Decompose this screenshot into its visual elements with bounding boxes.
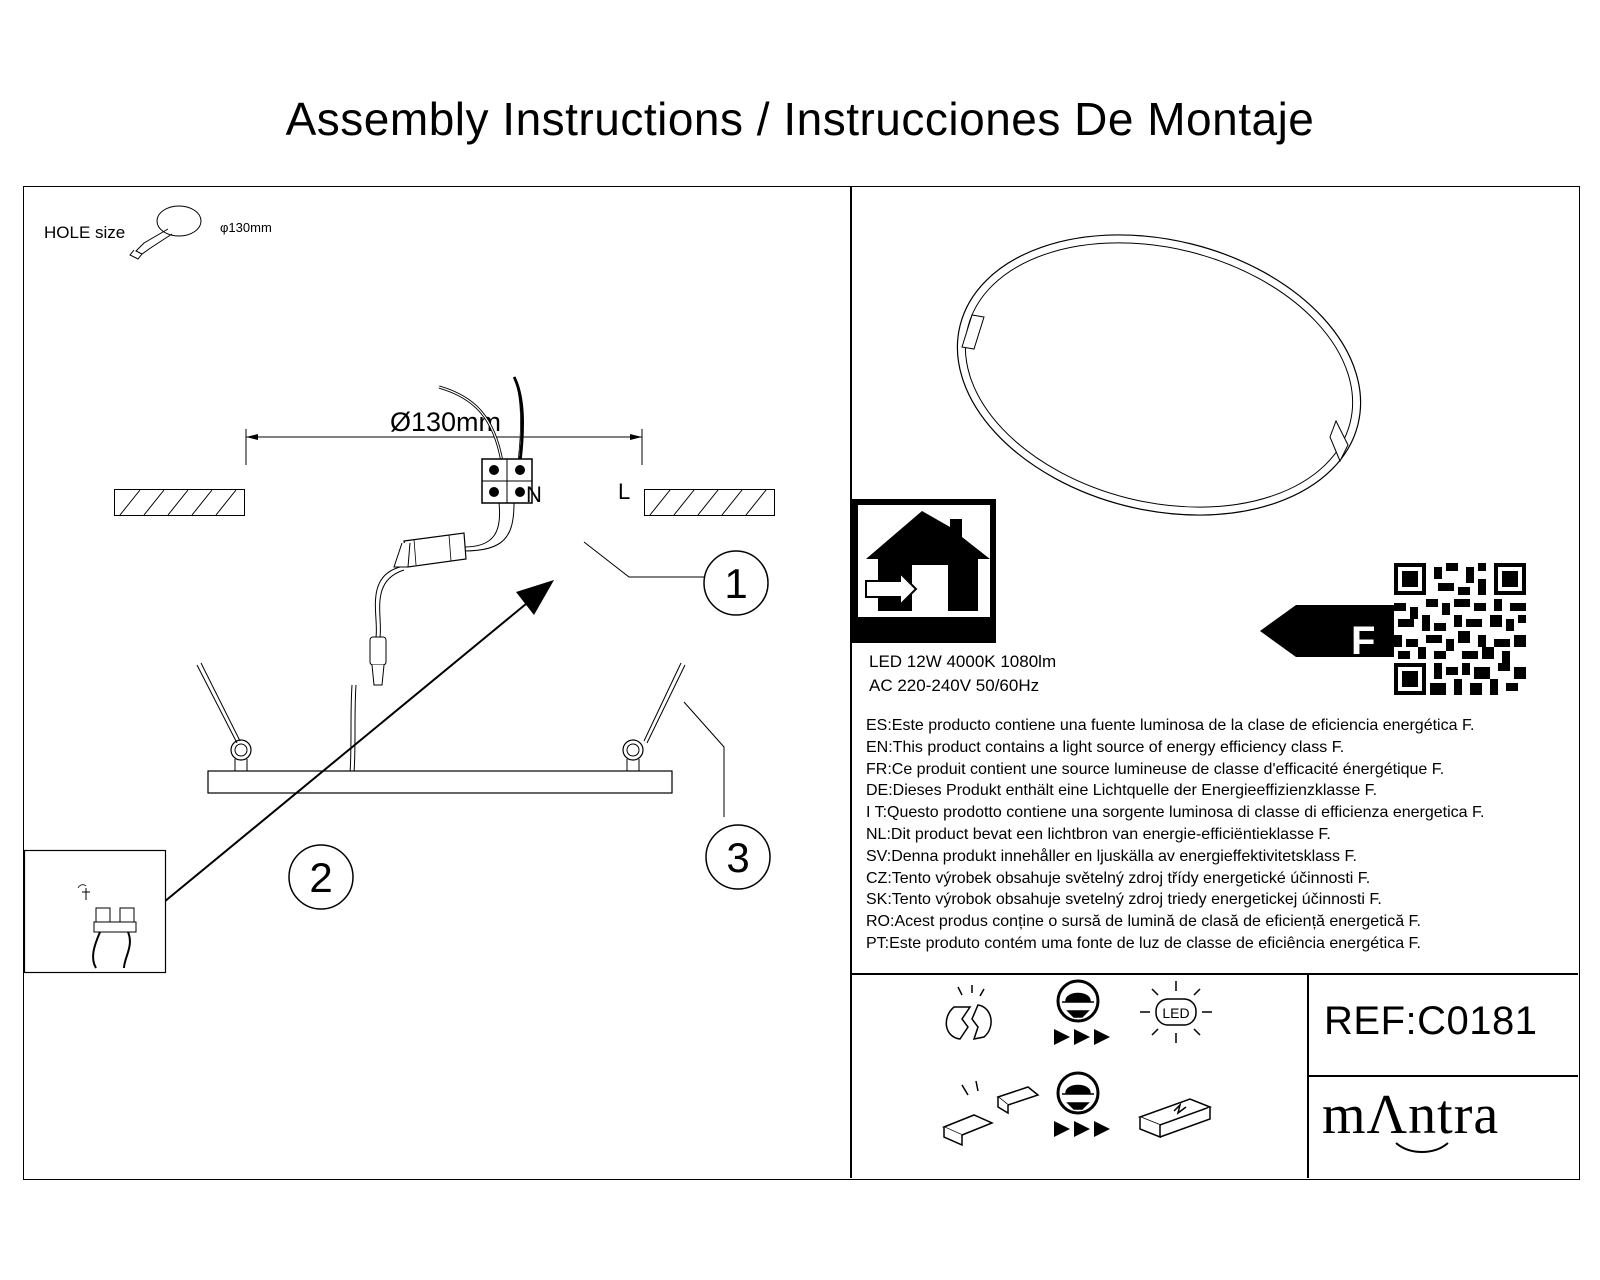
callout-circle-1: 1 bbox=[703, 550, 769, 616]
energy-class-letter: F bbox=[1351, 619, 1376, 663]
energy-statement-fr: FR:Ce produit contient une source lumine… bbox=[866, 760, 1445, 778]
energy-class-arrow bbox=[1260, 605, 1400, 657]
spec-power-line: LED 12W 4000K 1080lm bbox=[869, 652, 1057, 671]
led-badge-text: LED bbox=[1162, 1005, 1189, 1021]
energy-statement-pt: PT:Este produto contém uma fonte de luz … bbox=[866, 934, 1421, 952]
energy-label-house-icon bbox=[852, 499, 996, 643]
energy-statements-list: ES:Este producto contiene una fuente lum… bbox=[866, 715, 1484, 955]
qr-code-icon bbox=[1394, 563, 1526, 695]
ceiling-section-right bbox=[644, 489, 775, 516]
ceiling-section-left bbox=[114, 489, 245, 516]
led-light-icon bbox=[1140, 981, 1212, 1043]
page-title: Assembly Instructions / Instrucciones De… bbox=[285, 93, 1315, 145]
callout-circle-3: 3 bbox=[705, 824, 771, 890]
technician-icon bbox=[1056, 979, 1100, 1023]
technician-icon-2 bbox=[1056, 1071, 1100, 1115]
instruction-frame: HOLE size φ130mm bbox=[23, 186, 1580, 1180]
driver-replace-icon bbox=[1137, 1098, 1213, 1139]
hole-size-label: HOLE size bbox=[44, 223, 126, 242]
footer-divider-horizontal bbox=[1308, 1075, 1578, 1077]
wiring-diagram bbox=[369, 376, 533, 686]
energy-statement-it: I T:Questo prodotto contiene una sorgent… bbox=[866, 804, 1485, 822]
callout-leaders bbox=[163, 541, 725, 903]
brand-logo: mΛntra bbox=[1322, 1084, 1500, 1146]
energy-statement-es: ES:Este producto contiene una fuente lum… bbox=[866, 717, 1475, 734]
lamp-cable bbox=[349, 684, 357, 774]
broken-driver-icon bbox=[942, 1080, 1040, 1147]
callout-2-text: 2 bbox=[309, 854, 332, 901]
energy-statement-cz: CZ:Tento výrobek obsahuje světelný zdroj… bbox=[866, 869, 1371, 887]
energy-statement-sv: SV:Denna produkt innehåller en ljuskälla… bbox=[866, 847, 1357, 865]
energy-statement-nl: NL:Dit product bevat een lichtbron van e… bbox=[866, 825, 1331, 843]
play-arrows-icon-2 bbox=[1054, 1121, 1110, 1137]
terminal-neutral-label: N bbox=[526, 482, 542, 507]
energy-statement-sk: SK:Tento výrobok obsahuje svetelný zdroj… bbox=[866, 891, 1382, 909]
broken-led-icon bbox=[945, 985, 992, 1040]
hole-size-dimension: φ130mm bbox=[220, 220, 272, 235]
callout-3-text: 3 bbox=[726, 834, 749, 881]
play-arrows-icon bbox=[1054, 1029, 1110, 1045]
energy-statement-ro: RO:Acest produs conține o sursă de lumin… bbox=[866, 913, 1421, 931]
spec-voltage-line: AC 220-240V 50/60Hz bbox=[869, 676, 1040, 695]
hole-saw-icon bbox=[129, 205, 202, 260]
installation-diagram-panel: HOLE size φ130mm bbox=[23, 187, 850, 1178]
footer-divider-vertical bbox=[1307, 973, 1309, 1178]
lamp-panel-side bbox=[196, 662, 686, 794]
dimension-line bbox=[245, 429, 643, 465]
energy-statement-de: DE:Dieses Produkt enthält eine Lichtquel… bbox=[866, 782, 1378, 800]
terminal-live-label: L bbox=[618, 479, 631, 504]
callout-1-text: 1 bbox=[724, 560, 747, 607]
energy-statement-en: EN:This product contains a light source … bbox=[866, 738, 1345, 756]
panel-divider-vertical bbox=[850, 187, 852, 1178]
panel-divider-horizontal bbox=[851, 973, 1578, 975]
brand-logo-smile bbox=[1395, 1142, 1449, 1153]
callout-circle-2: 2 bbox=[288, 844, 354, 910]
product-ring-drawing bbox=[956, 234, 1362, 516]
connector-detail-inset bbox=[23, 849, 167, 974]
warning-icons-grid: LED bbox=[942, 979, 1213, 1147]
product-reference: REF:C0181 bbox=[1324, 999, 1538, 1043]
